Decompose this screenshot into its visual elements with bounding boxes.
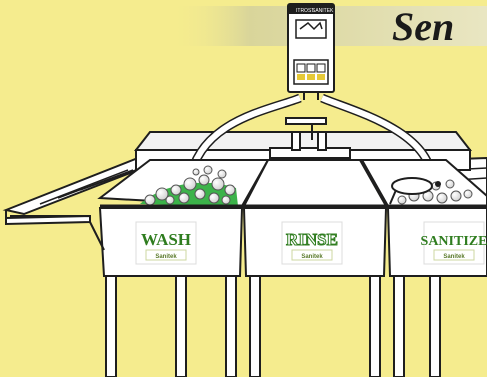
sanitize-label-panel: SANITIZE Sanitek (421, 222, 487, 264)
rinse-basin-opening (244, 160, 386, 206)
rinse-label: RINSE (286, 230, 338, 249)
dispenser-label-right: SANITEK (312, 8, 334, 14)
wash-badge: Sanitek (155, 254, 177, 260)
rinse-badge: Sanitek (301, 254, 323, 260)
sanitize-badge: Sanitek (443, 254, 465, 260)
sanitize-label: SANITIZE (421, 234, 487, 249)
wash-label-panel: WASH Sanitek (136, 222, 196, 264)
wash-label: WASH (141, 230, 191, 249)
sink-legs (106, 276, 440, 377)
header-title: Sen (392, 4, 454, 49)
chemical-dispenser: ITROST SANITEK (288, 4, 334, 100)
rinse-label-panel: RINSE Sanitek (282, 222, 342, 264)
